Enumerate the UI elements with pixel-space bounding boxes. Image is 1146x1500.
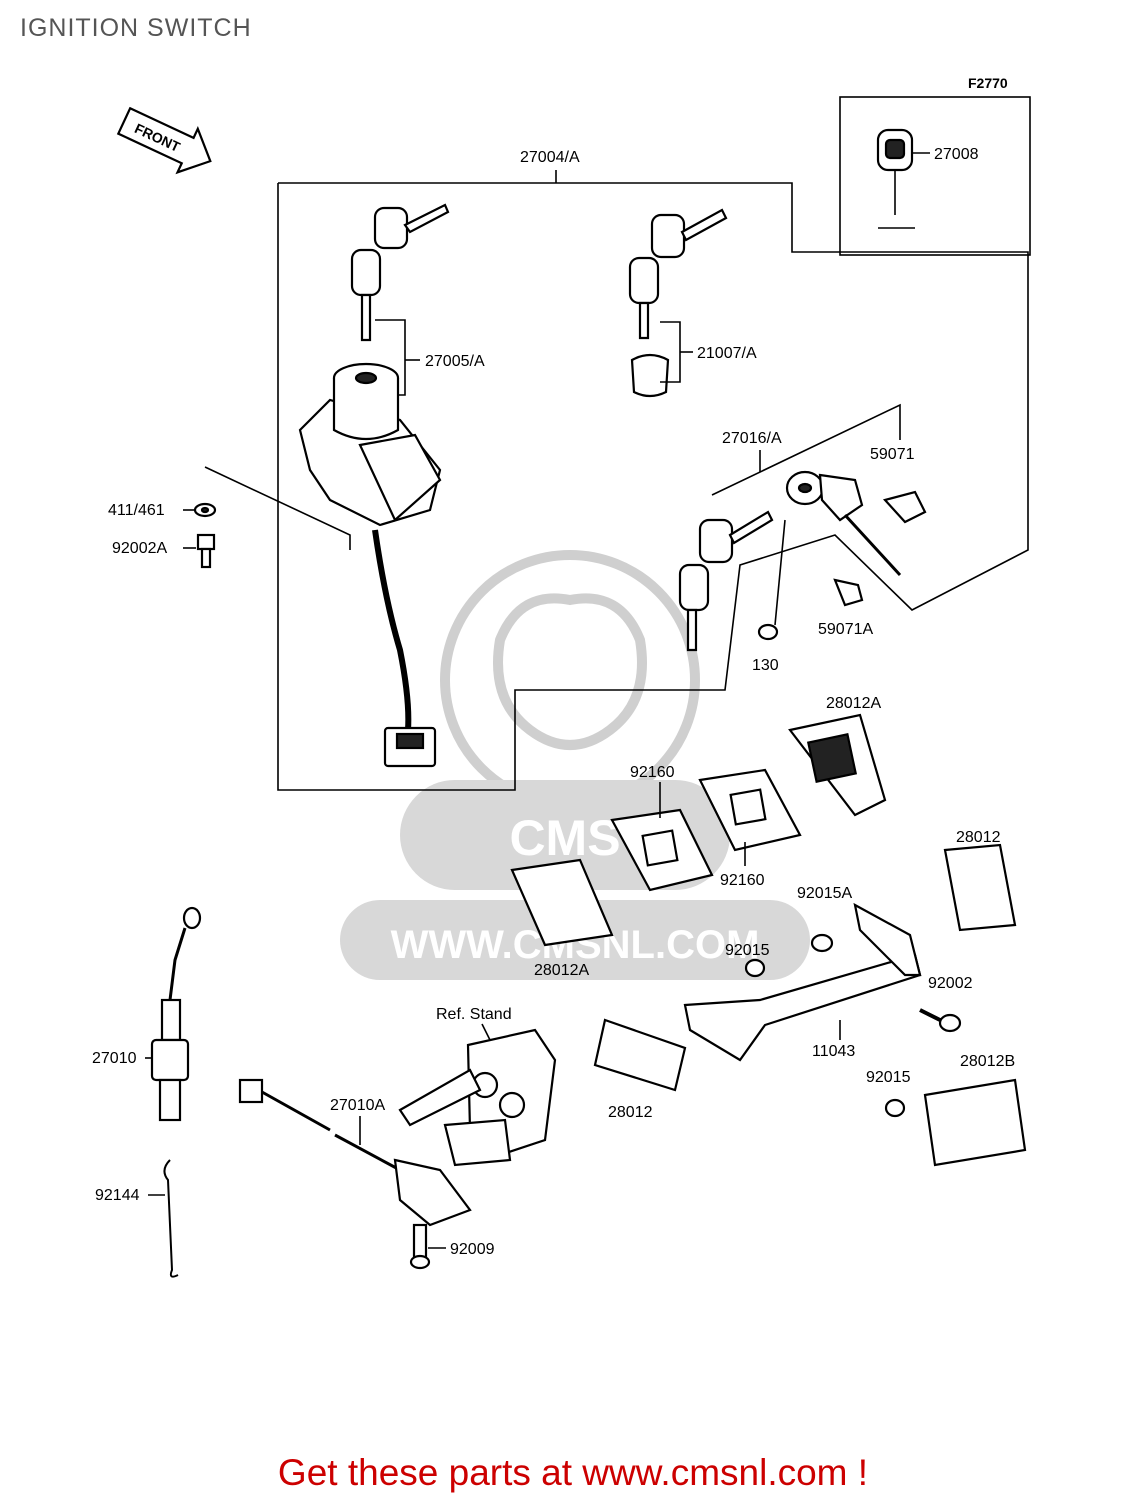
spare-key-icon (876, 128, 915, 229)
label-92015A: 92015A (797, 885, 852, 902)
reflector-28012-bot-icon (593, 1018, 687, 1092)
nut-92015-a-icon (744, 958, 766, 978)
watermark-logo: CMS (509, 810, 620, 866)
reflector-28012A-top-icon (788, 713, 887, 817)
lock-keys-icon (628, 208, 728, 398)
leader-switch-mount (204, 466, 351, 550)
label-92144: 92144 (95, 1187, 140, 1204)
bolt-92009-icon (409, 1223, 431, 1270)
bolt-icon (196, 533, 216, 569)
label-92015-a: 92015 (725, 942, 770, 959)
label-130: 130 (752, 657, 779, 674)
nut-92015A-icon (810, 933, 834, 953)
label-27010: 27010 (92, 1050, 137, 1067)
leader-27016A (711, 403, 901, 496)
key-inset-frame (839, 96, 1031, 256)
screw-icon (757, 623, 779, 641)
label-92160-a: 92160 (630, 764, 675, 781)
label-27005A: 27005/A (425, 353, 485, 370)
gasket-92160-a-icon (698, 768, 802, 852)
neutral-switch-icon (150, 906, 202, 1122)
label-28012-right: 28012 (956, 829, 1001, 846)
label-27008: 27008 (934, 146, 979, 163)
label-11043: 11043 (812, 1043, 855, 1060)
label-27010A: 27010A (330, 1097, 385, 1114)
lock-clip-icon (833, 578, 864, 607)
bolt-92002-icon (919, 1008, 962, 1033)
label-59071: 59071 (870, 446, 915, 463)
ignition-keys-icon (350, 203, 450, 342)
label-92015-b: 92015 (866, 1069, 911, 1086)
lock-bracket-icon (882, 490, 927, 524)
license-bracket-icon (683, 902, 922, 1062)
reflector-28012B-icon (923, 1078, 1027, 1167)
ref-stand-label: Ref. Stand (436, 1006, 512, 1023)
washer-icon (193, 502, 217, 518)
label-21007A: 21007/A (697, 345, 757, 362)
seat-lock-keys-icon (678, 510, 774, 652)
figure-code: F2770 (968, 75, 1008, 91)
footer-link[interactable]: Get these parts at www.cmsnl.com ! (277, 1452, 869, 1493)
label-27004A: 27004/A (520, 149, 580, 166)
label-59071A: 59071A (818, 621, 873, 638)
reflector-28012A-bot-icon (510, 858, 614, 947)
page-title: IGNITION SWITCH (20, 14, 252, 42)
gasket-92160-b-icon (610, 808, 714, 892)
label-28012A-bot: 28012A (534, 962, 589, 979)
clip-92144-icon (163, 1159, 179, 1278)
label-27016A: 27016/A (722, 430, 782, 447)
reflector-28012-right-icon (943, 843, 1017, 932)
seat-lock-icon (785, 470, 902, 577)
nut-92015-b-icon (884, 1098, 906, 1118)
kit-outline-27004A (277, 182, 1029, 791)
label-28012B: 28012B (960, 1053, 1015, 1070)
ignition-switch-icon (298, 362, 442, 768)
label-92009: 92009 (450, 1241, 495, 1258)
label-92160-b: 92160 (720, 872, 765, 889)
front-arrow-icon: FRONT (116, 106, 212, 175)
label-92002A: 92002A (112, 540, 167, 557)
label-28012-bot: 28012 (608, 1104, 653, 1121)
label-92002: 92002 (928, 975, 973, 992)
stand-switch-icon (238, 1078, 472, 1227)
label-411-461: 411/461 (108, 502, 165, 519)
watermark-face (493, 593, 647, 750)
side-stand-icon (398, 1028, 557, 1167)
label-28012A-top: 28012A (826, 695, 881, 712)
